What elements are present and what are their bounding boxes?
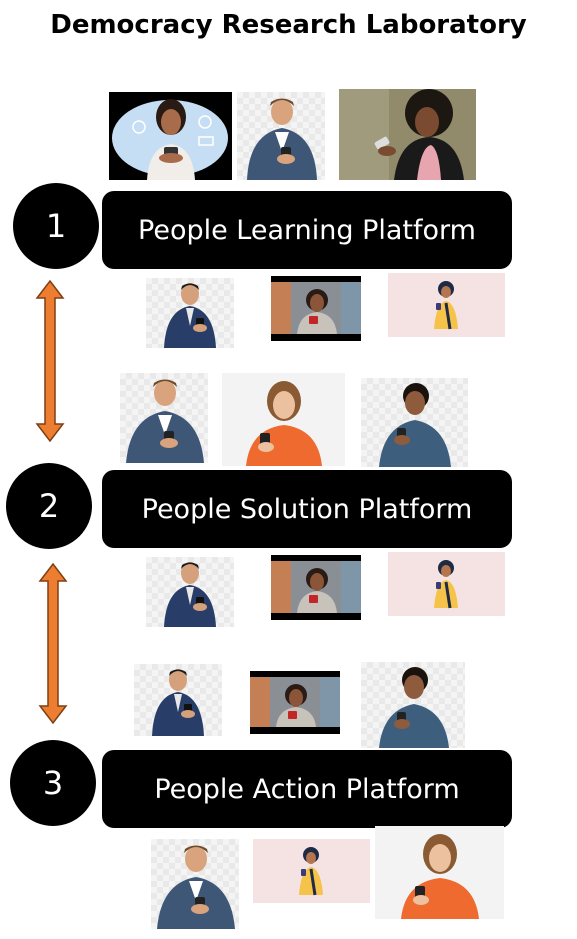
step-2-banner: People Solution Platform <box>102 470 512 548</box>
photo-woman-city-3 <box>250 671 340 734</box>
step-2-circle: 2 <box>6 463 92 549</box>
photo-man-denim-2 <box>361 662 465 748</box>
step-1-circle: 1 <box>13 183 99 269</box>
step-3-number: 3 <box>42 764 64 802</box>
photo-woman-city <box>271 276 361 341</box>
photo-businessman <box>146 278 234 348</box>
step-1-number: 1 <box>45 207 67 245</box>
step-3-banner: People Action Platform <box>102 750 512 828</box>
photo-woman-orange-top <box>222 373 345 466</box>
photo-man-blazer-3 <box>151 839 239 929</box>
photo-businessman-3 <box>134 664 222 736</box>
step-2-label: People Solution Platform <box>141 493 473 525</box>
photo-man-denim <box>361 378 468 467</box>
photo-businessman-2 <box>146 557 234 627</box>
photo-cartoon-woman <box>388 273 505 337</box>
page-title: Democracy Research Laboratory <box>50 10 527 40</box>
step-2-number: 2 <box>38 487 60 525</box>
photo-woman-city-2 <box>271 555 361 620</box>
photo-woman-curly-hair <box>339 89 476 180</box>
photo-man-blazer-2 <box>120 373 208 463</box>
photo-woman-illustration <box>109 92 232 180</box>
photo-man-blazer <box>237 92 325 180</box>
step-3-circle: 3 <box>10 740 96 826</box>
photo-cartoon-woman-3 <box>253 839 370 903</box>
step-1-label: People Learning Platform <box>138 214 476 246</box>
step-3-label: People Action Platform <box>154 773 460 805</box>
photo-woman-orange-top-2 <box>375 826 504 919</box>
double-arrow-2 <box>38 563 68 724</box>
double-arrow-1 <box>35 280 65 442</box>
step-1-banner: People Learning Platform <box>102 191 512 269</box>
photo-cartoon-woman-2 <box>388 552 505 616</box>
